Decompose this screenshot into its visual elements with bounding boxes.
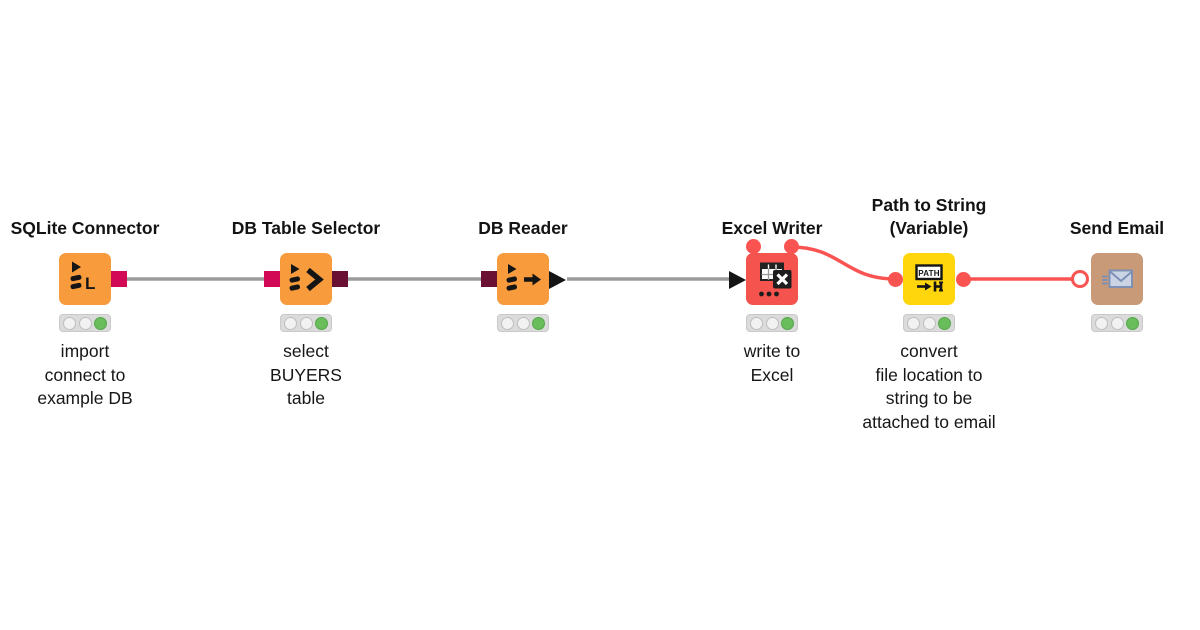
status-dot-green bbox=[94, 316, 107, 330]
node-db-reader[interactable]: DB Reader bbox=[478, 218, 568, 332]
path-to-string-icon: PATH bbox=[915, 264, 943, 292]
status-dot-yellow bbox=[299, 316, 313, 330]
status-dot-yellow bbox=[516, 316, 530, 330]
status-dot-red bbox=[907, 316, 920, 330]
status-dot-yellow bbox=[922, 316, 936, 330]
excel-writer-icon bbox=[759, 262, 792, 297]
output-port-db-connection[interactable] bbox=[111, 271, 127, 287]
node-title: Excel Writer bbox=[721, 218, 823, 238]
node-title: Send Email bbox=[1069, 218, 1165, 238]
db-table-selector-icon bbox=[289, 264, 324, 292]
status-traffic-light bbox=[497, 314, 549, 332]
input-port-db-connection[interactable] bbox=[264, 271, 280, 287]
flow-variable-port-out[interactable] bbox=[783, 238, 799, 254]
status-traffic-light bbox=[746, 314, 798, 332]
status-traffic-light bbox=[280, 314, 332, 332]
node-icon-body[interactable] bbox=[746, 253, 798, 305]
status-dot-green bbox=[315, 316, 328, 330]
status-dot-green bbox=[532, 316, 545, 330]
node-title: SQLite Connector bbox=[10, 218, 160, 238]
node-icon-body[interactable]: L bbox=[59, 253, 111, 305]
node-annotation: import connect to example DB bbox=[37, 341, 133, 408]
node-excel-writer[interactable]: Excel Writer bbox=[722, 218, 823, 385]
connection-excel-writer-to-path-to-string[interactable] bbox=[790, 245, 896, 281]
status-dot-green bbox=[1126, 316, 1139, 330]
status-dot-yellow bbox=[78, 316, 92, 330]
input-port-flow-variable-optional[interactable] bbox=[1071, 270, 1089, 288]
status-dot-red bbox=[501, 316, 514, 330]
status-traffic-light bbox=[59, 314, 111, 332]
status-dot-red bbox=[750, 316, 763, 330]
node-title: DB Table Selector bbox=[231, 218, 381, 238]
node-title: DB Reader bbox=[478, 218, 568, 238]
database-sqlite-icon: L bbox=[70, 261, 95, 293]
input-port-data-table[interactable] bbox=[729, 270, 746, 289]
svg-text:PATH: PATH bbox=[918, 269, 939, 278]
node-icon-body[interactable] bbox=[280, 253, 332, 305]
output-port-data-table[interactable] bbox=[549, 270, 566, 289]
flow-variable-port-in[interactable] bbox=[746, 238, 761, 254]
db-reader-icon bbox=[506, 264, 541, 291]
node-title: Path to String (Variable) bbox=[871, 195, 987, 238]
node-path-to-string-variable[interactable]: Path to String (Variable) PATH co bbox=[862, 195, 995, 432]
status-dot-red bbox=[1095, 316, 1108, 330]
input-port-db-data[interactable] bbox=[481, 271, 497, 287]
node-annotation: select BUYERS table bbox=[270, 341, 342, 408]
node-db-table-selector[interactable]: DB Table Selector select BUYERS table bbox=[232, 218, 380, 408]
node-annotation: write to Excel bbox=[743, 341, 801, 385]
input-port-flow-variable[interactable] bbox=[887, 271, 903, 287]
status-dot-red bbox=[284, 316, 297, 330]
status-dot-yellow bbox=[765, 316, 779, 330]
output-port-db-data[interactable] bbox=[332, 271, 348, 287]
node-annotation: convert file location to string to be at… bbox=[862, 341, 996, 432]
svg-text:L: L bbox=[85, 274, 95, 293]
status-dot-red bbox=[63, 316, 76, 330]
output-port-flow-variable[interactable] bbox=[955, 271, 971, 287]
status-traffic-light bbox=[903, 314, 955, 332]
node-icon-body[interactable] bbox=[497, 253, 549, 305]
node-icon-body[interactable] bbox=[1091, 253, 1143, 305]
node-sqlite-connector[interactable]: SQLite Connector L import connect to exa… bbox=[11, 218, 160, 408]
status-traffic-light bbox=[1091, 314, 1143, 332]
node-send-email[interactable]: Send Email bbox=[1070, 218, 1164, 332]
status-dot-green bbox=[938, 316, 951, 330]
node-icon-body[interactable]: PATH bbox=[903, 253, 955, 305]
status-dot-yellow bbox=[1110, 316, 1124, 330]
send-email-icon bbox=[1102, 269, 1133, 288]
status-dot-green bbox=[781, 316, 794, 330]
